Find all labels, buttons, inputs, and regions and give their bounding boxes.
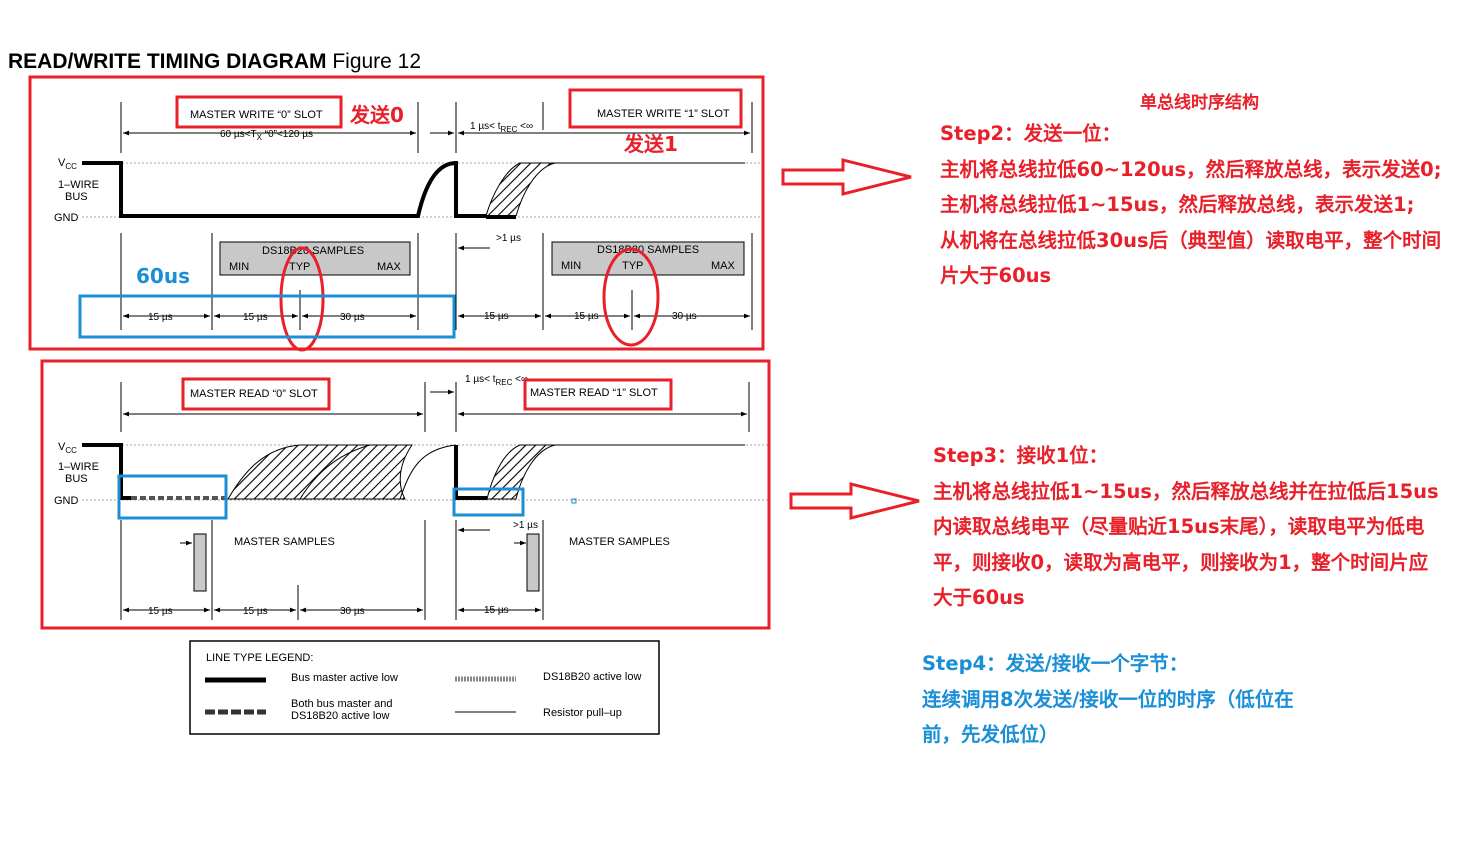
write0-samples-label: DS18B20 SAMPLES bbox=[262, 245, 364, 257]
write1-max-label: MAX bbox=[711, 260, 736, 272]
write1-slot-label: MASTER WRITE “1” SLOT bbox=[597, 108, 730, 120]
read-gnd-label: GND bbox=[54, 495, 79, 507]
write0-t15a: 15 µs bbox=[148, 312, 173, 323]
step2-line-3: 从机将在总线拉低30us后（典型值）读取电平，整个时间 bbox=[940, 228, 1442, 252]
read1-t15: 15 µs bbox=[484, 605, 509, 616]
read0-low-box bbox=[117, 474, 228, 520]
write1-samples-label: DS18B20 SAMPLES bbox=[597, 244, 699, 256]
annotations bbox=[28, 75, 920, 630]
write0-timing-label: 60 µs<TX “0”<120 µs bbox=[220, 129, 313, 142]
write0-typ-ellipse bbox=[279, 246, 325, 352]
write1-t15b: 15 µs bbox=[574, 311, 599, 322]
step2-line-2: 主机将总线拉低1~15us，然后释放总线，表示发送1; bbox=[940, 193, 1415, 216]
write-bus-label-2: BUS bbox=[65, 191, 88, 203]
figure-title-bold: READ/WRITE TIMING DIAGRAM bbox=[8, 50, 327, 73]
write-trec-label: 1 µs< tREC <∞ bbox=[470, 121, 533, 134]
step4-line-1: 连续调用8次发送/接收一位的时序（低位在 bbox=[922, 687, 1294, 711]
step2-line-1: 主机将总线拉低60~120us，然后释放总线，表示发送0; bbox=[940, 157, 1442, 181]
read-gt1us-label: >1 µs bbox=[513, 520, 538, 531]
read0-label-box bbox=[181, 377, 331, 411]
notes-heading: 单总线时序结构 bbox=[1140, 93, 1259, 113]
write0-label-box bbox=[175, 95, 343, 129]
figure-title-normal: Figure 12 bbox=[332, 50, 422, 73]
write0-t30: 30 µs bbox=[340, 312, 365, 323]
read1-master-samples: MASTER SAMPLES bbox=[569, 536, 670, 548]
read0-slot-label: MASTER READ “0” SLOT bbox=[190, 388, 318, 400]
figure-title: READ/WRITE TIMING DIAGRAM Figure 12 bbox=[8, 50, 421, 74]
step4-block: Step4：发送/接收一个字节： 连续调用8次发送/接收一位的时序（低位在 前，… bbox=[922, 646, 1294, 753]
read-bus-label-1: 1–WIRE bbox=[58, 461, 99, 473]
write0-min-label: MIN bbox=[229, 261, 249, 273]
read1-slot-label: MASTER READ “1” SLOT bbox=[530, 387, 658, 399]
send1-annotation: 发送1 bbox=[624, 132, 678, 156]
write-bus-label-1: 1–WIRE bbox=[58, 179, 99, 191]
read0-t15a: 15 µs bbox=[148, 606, 173, 617]
step3-line-1: 主机将总线拉低1~15us，然后释放总线并在拉低后15us bbox=[933, 479, 1439, 503]
line-type-legend: LINE TYPE LEGEND: Bus master active low … bbox=[189, 640, 660, 735]
send0-annotation: 发送0 bbox=[350, 103, 404, 127]
step3-title: Step3：接收1位： bbox=[933, 444, 1109, 467]
read-section-frame bbox=[40, 359, 771, 630]
write-section-frame bbox=[28, 75, 765, 351]
sixty-us-box bbox=[78, 294, 456, 339]
read1-low-box bbox=[452, 487, 525, 517]
sixty-us-annotation: 60us bbox=[136, 264, 190, 288]
read1-label-box bbox=[523, 378, 673, 411]
step3-line-3: 平，则接收0，读取为高电平，则接收为1，整个时间片应 bbox=[933, 550, 1429, 574]
step2-block: Step2：发送一位： 主机将总线拉低60~120us，然后释放总线，表示发送0… bbox=[940, 116, 1442, 294]
legend-title: LINE TYPE LEGEND: bbox=[206, 652, 313, 664]
write-gnd-label: GND bbox=[54, 212, 79, 224]
step3-line-4: 大于60us bbox=[933, 586, 1025, 609]
legend-both-line1: Both bus master and bbox=[291, 698, 393, 710]
write0-slot-label: MASTER WRITE “0” SLOT bbox=[190, 109, 323, 121]
write-vcc-label: VCC bbox=[58, 157, 77, 171]
read-labels: VCC 1–WIRE BUS GND MASTER READ “0” SLOT … bbox=[54, 374, 670, 617]
read-bus-label-2: BUS bbox=[65, 473, 88, 485]
read-trec-label: 1 µs< tREC <∞ bbox=[465, 374, 528, 387]
write0-t15b: 15 µs bbox=[243, 312, 268, 323]
step2-title: Step2：发送一位： bbox=[940, 122, 1122, 145]
write0-max-label: MAX bbox=[377, 261, 402, 273]
write1-label-box bbox=[568, 88, 743, 129]
write1-typ-label: TYP bbox=[622, 260, 643, 272]
read0-master-samples: MASTER SAMPLES bbox=[234, 536, 335, 548]
write1-t30: 30 µs bbox=[672, 311, 697, 322]
write1-typ-ellipse bbox=[602, 247, 660, 347]
step2-line-4: 片大于60us bbox=[940, 264, 1052, 287]
legend-ds-low: DS18B20 active low bbox=[543, 671, 641, 683]
read-arrow-icon bbox=[789, 482, 920, 520]
write1-min-label: MIN bbox=[561, 260, 581, 272]
write-arrow-icon bbox=[781, 158, 912, 196]
read-section bbox=[82, 382, 770, 620]
read0-t15b: 15 µs bbox=[243, 606, 268, 617]
read0-t30: 30 µs bbox=[340, 606, 365, 617]
write-gt1us-label: >1 µs bbox=[496, 233, 521, 244]
legend-both-line2: DS18B20 active low bbox=[291, 710, 389, 722]
legend-bus-master: Bus master active low bbox=[291, 672, 398, 684]
write0-typ-label: TYP bbox=[289, 261, 310, 273]
read-vcc-label: VCC bbox=[58, 441, 77, 455]
write1-t15a: 15 µs bbox=[484, 311, 509, 322]
step3-line-2: 内读取总线电平（尽量贴近15us末尾），读取电平为低电 bbox=[933, 515, 1425, 538]
legend-pullup: Resistor pull–up bbox=[543, 707, 622, 719]
step4-line-2: 前，先发低位） bbox=[922, 723, 1059, 746]
step4-title: Step4：发送/接收一个字节： bbox=[922, 652, 1189, 675]
step3-block: Step3：接收1位： 主机将总线拉低1~15us，然后释放总线并在拉低后15u… bbox=[933, 438, 1439, 616]
